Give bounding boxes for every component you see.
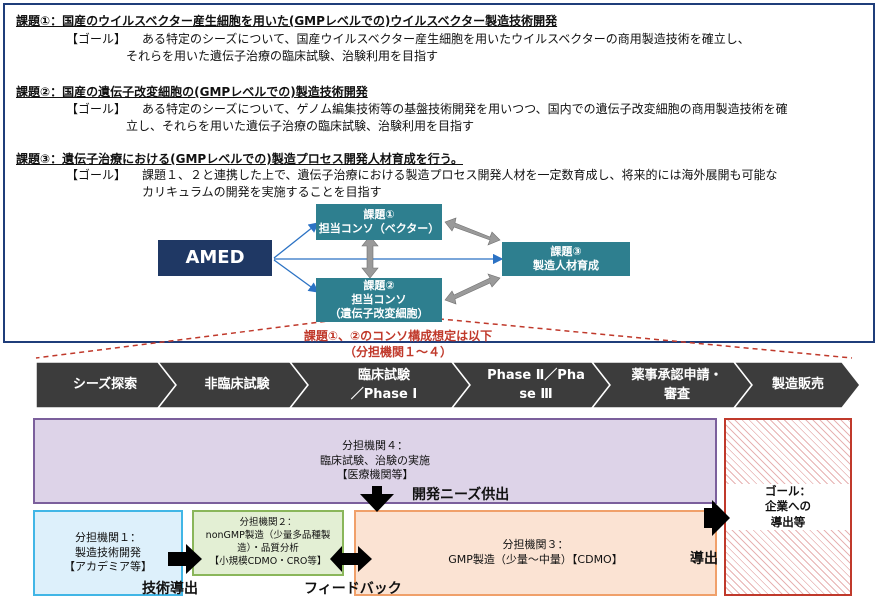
org2-line2: nonGMP製造（少量多品種製 <box>205 530 331 542</box>
phase-seeds-label: シーズ探索 <box>72 377 138 393</box>
task1-goal-label: 【ゴール】 <box>66 32 127 46</box>
org2-line4: 【小規模CDMO・CRO等】 <box>209 555 327 567</box>
task1-goal-line2: それらを用いた遺伝子治療の臨床試験、治験利用を目指す <box>126 49 439 63</box>
org2-box: 分担機関２： nonGMP製造（少量多品種製 造）・品質分析 【小規模CDMO・… <box>192 510 344 576</box>
phase-chevron-6 <box>732 361 861 409</box>
phase-clinical-1-line1: 臨床試験 <box>357 367 410 383</box>
phase-nonclinical: 非臨床試験 <box>172 362 302 408</box>
phase-manufacturing: 製造販売 <box>748 362 848 408</box>
phase-nonclinical-label: 非臨床試験 <box>204 377 270 393</box>
task2-box-line1: 課題② <box>363 279 395 293</box>
phase-approval-line1: 薬事承認申請・ <box>631 367 723 383</box>
org1-line3: 【アカデミア等】 <box>64 560 152 574</box>
phase-2-3-line1: Phase Ⅱ／Pha <box>487 367 585 383</box>
phase-seeds: シーズ探索 <box>40 362 170 408</box>
goal-box-line3: 導出等 <box>726 514 850 531</box>
task1-task3-double-arrow <box>444 217 501 246</box>
needs-label: 開発ニーズ供出 <box>412 487 510 503</box>
task3-goal-label: 【ゴール】 <box>66 168 127 182</box>
task1-goal-line1: ある特定のシーズについて、国産ウイルスベクター産生細胞を用いたウイルスベクターの… <box>142 32 750 46</box>
task1-box-line1: 課題① <box>363 208 395 222</box>
task1-box-line2: 担当コンソ（ベクター） <box>318 222 440 235</box>
amed-to-task1-arrow <box>273 222 320 259</box>
task1-title: 課題①：国産のウイルスベクター産生細胞を用いた(GMPレベルでの)ウイルスベクタ… <box>16 14 558 28</box>
org2-line3: 造）・品質分析 <box>237 543 299 554</box>
task3-goal-line1: 課題１、２と連携した上で、遺伝子治療における製造プロセス開発人材を一定数育成し、… <box>142 168 778 182</box>
org1-line2: 製造技術開発 <box>75 545 141 559</box>
org3-line1: 分担機関３： <box>502 538 569 552</box>
task2-goal-line2: 立し、それらを用いた遺伝子治療の臨床試験、治験利用を目指す <box>126 119 475 133</box>
feedback-label: フィードバック <box>304 581 402 597</box>
task2-box-line3: （遺伝子改変細胞） <box>329 306 429 320</box>
tech-transfer-label: 技術導出 <box>142 581 198 597</box>
fan-right-dashed-line <box>429 317 853 359</box>
task3-box-line2: 製造人材育成 <box>533 259 599 272</box>
org3-line2: GMP製造（少量～中量）【CDMO】 <box>448 553 623 566</box>
needs-down-arrow <box>360 486 394 512</box>
task1-consortium-box: 課題① 担当コンソ（ベクター） <box>316 204 442 240</box>
consortium-note-line2: （分担機関１～４） <box>343 345 452 359</box>
fan-left-dashed-line <box>35 317 353 359</box>
task2-goal-line1: ある特定のシーズについて、ゲノム編集技術等の基盤技術開発を用いつつ、国内での遺伝… <box>142 102 788 116</box>
org2-line1: 分担機関２： <box>239 517 297 529</box>
goal-box: ゴール： 企業への 導出等 <box>724 418 852 596</box>
task3-box-line1: 課題③ <box>550 245 582 259</box>
task2-goal-label: 【ゴール】 <box>66 102 127 116</box>
out-label: 導出 <box>690 551 718 567</box>
out-right-arrow <box>704 500 730 536</box>
consortium-note-line1: 課題①、②のコンソ構成想定は以下 <box>303 329 493 343</box>
goal-box-line1: ゴール： <box>726 483 850 500</box>
collab-double-arrows <box>361 217 501 305</box>
phase-manufacturing-label: 製造販売 <box>771 377 824 393</box>
task-description-panel <box>3 3 875 343</box>
task3-title: 課題③：遺伝子治療における(GMPレベルでの)製造プロセス開発人材育成を行う。 <box>16 152 463 166</box>
amed-label: AMED <box>185 246 245 268</box>
phase-2-3: Phase Ⅱ／Pha se Ⅲ <box>466 362 606 408</box>
phase-2-3-line2: se Ⅲ <box>519 387 553 402</box>
amed-box: AMED <box>158 240 272 276</box>
org4-line2: 臨床試験、治験の実施 <box>320 453 430 467</box>
phase-approval: 薬事承認申請・ 審査 <box>606 362 748 408</box>
task2-task3-double-arrow <box>444 273 501 305</box>
task3-goal-line2: カリキュラムの開発を実施することを目指す <box>142 185 382 199</box>
task2-title: 課題②：国産の遺伝子改変細胞の(GMPレベルでの)製造技術開発 <box>16 85 368 99</box>
feedback-double-arrow <box>330 546 372 572</box>
goal-box-line2: 企業への <box>726 499 850 515</box>
phase-approval-line2: 審査 <box>663 387 690 402</box>
org1-line1: 分担機関１： <box>75 530 141 544</box>
org4-line3: 【医療機関等】 <box>336 468 414 482</box>
amed-to-task2-arrow <box>273 259 320 293</box>
tech-transfer-arrow <box>168 544 202 574</box>
phase-clinical-1-line2: ／Phase Ⅰ <box>350 387 418 402</box>
phase-clinical-1: 臨床試験 ／Phase Ⅰ <box>304 362 464 408</box>
org3-box: 分担機関３： GMP製造（少量～中量）【CDMO】 <box>354 510 717 596</box>
task2-consortium-box: 課題② 担当コンソ （遺伝子改変細胞） <box>316 278 442 322</box>
org4-line1: 分担機関４： <box>342 438 408 452</box>
task2-box-line2: 担当コンソ <box>351 293 407 307</box>
task3-training-box: 課題③ 製造人材育成 <box>502 242 630 276</box>
